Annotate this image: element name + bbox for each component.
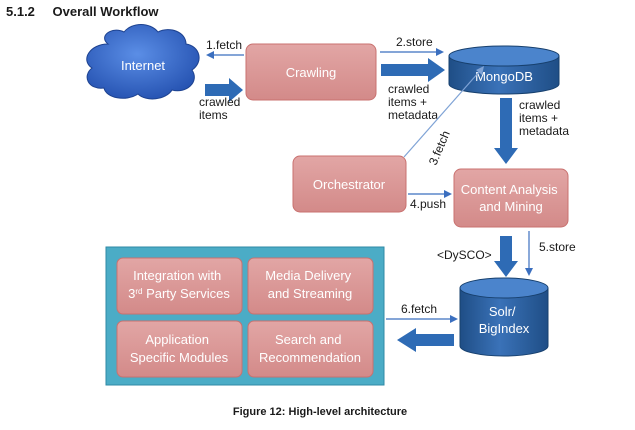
crawled-metadata-right-line2: items + xyxy=(519,111,558,125)
section-heading: 5.1.2 Overall Workflow xyxy=(6,4,159,19)
search-line1: Search and xyxy=(275,332,342,347)
crawled-metadata-right-label: crawled items + metadata xyxy=(519,98,569,138)
store5-arrow xyxy=(525,231,533,276)
content-analysis-label: Content Analysis and Mining xyxy=(461,182,561,214)
media-line1: Media Delivery xyxy=(265,268,351,283)
store2-label: 2.store xyxy=(396,35,433,49)
section-title: Overall Workflow xyxy=(53,4,160,19)
integration-line1: Integration with xyxy=(133,268,221,283)
fetch3-label: 3.fetch xyxy=(426,129,453,168)
section-number: 5.1.2 xyxy=(6,4,35,19)
integration-line2-sup: rd xyxy=(135,287,142,296)
fetch1-label: 1.fetch xyxy=(206,38,242,52)
crawled-metadata-left-line2: items + xyxy=(388,95,427,109)
push4-arrow xyxy=(408,190,452,198)
solr-cylinder: Solr/ BigIndex xyxy=(459,277,549,357)
application-line1: Application xyxy=(145,332,209,347)
crawled-metadata-left-line1: crawled xyxy=(388,82,429,96)
content-analysis-box: Content Analysis and Mining xyxy=(453,168,569,228)
dysco-arrow xyxy=(494,236,518,277)
fetch6-arrow xyxy=(386,315,458,323)
search-box: Search and Recommendation xyxy=(247,320,374,378)
crawled-metadata-arrow xyxy=(381,58,445,82)
media-line2: and Streaming xyxy=(268,286,353,301)
orchestrator-label: Orchestrator xyxy=(313,177,386,192)
integration-line2-rest: Party Services xyxy=(142,286,230,301)
content-analysis-line1: Content Analysis xyxy=(461,182,558,197)
crawled-metadata-left-label: crawled items + metadata xyxy=(388,82,438,122)
dysco-label: <DySCO> xyxy=(437,248,492,262)
internet-cloud: Internet xyxy=(86,24,200,100)
application-line2: Specific Modules xyxy=(130,350,229,365)
solr-label: Solr/ BigIndex xyxy=(479,304,530,336)
orchestrator-box: Orchestrator xyxy=(292,155,407,213)
application-box: Application Specific Modules xyxy=(116,320,243,378)
content-analysis-line2: and Mining xyxy=(479,199,543,214)
internet-label: Internet xyxy=(121,58,165,73)
applications-panel: Integration with 3rd Party Services Medi… xyxy=(105,246,385,386)
store2-arrow xyxy=(380,48,444,56)
fetch6-label: 6.fetch xyxy=(401,302,437,316)
crawled-metadata-left-line3: metadata xyxy=(388,108,438,122)
crawling-box: Crawling xyxy=(245,43,377,101)
media-label: Media Delivery and Streaming xyxy=(265,268,355,301)
search-line2: Recommendation xyxy=(259,350,361,365)
media-box: Media Delivery and Streaming xyxy=(247,257,374,315)
crawling-label: Crawling xyxy=(286,65,337,80)
mongodb-to-analysis-arrow xyxy=(494,98,518,164)
crawled-items-label: crawled items xyxy=(199,95,244,122)
figure-caption: Figure 12: High-level architecture xyxy=(233,406,407,418)
crawled-items-arrow xyxy=(205,78,243,102)
crawled-items-line2: items xyxy=(199,108,228,122)
solr-to-apps-arrow xyxy=(397,328,454,352)
fetch1-arrow xyxy=(206,51,244,59)
crawled-items-line1: crawled xyxy=(199,95,240,109)
integration-box: Integration with 3rd Party Services xyxy=(116,257,243,315)
crawled-metadata-right-line3: metadata xyxy=(519,124,569,138)
push4-label: 4.push xyxy=(410,197,446,211)
search-label: Search and Recommendation xyxy=(259,332,361,365)
solr-line1: Solr/ xyxy=(489,304,516,319)
fetch3-arrow xyxy=(403,66,484,158)
integration-label: Integration with 3rd Party Services xyxy=(128,268,230,301)
application-label: Application Specific Modules xyxy=(130,332,229,365)
crawled-metadata-right-line1: crawled xyxy=(519,98,560,112)
integration-line2-num: 3 xyxy=(128,286,135,301)
mongodb-label: MongoDB xyxy=(475,69,533,84)
solr-line2: BigIndex xyxy=(479,321,530,336)
mongodb-cylinder: MongoDB xyxy=(448,45,560,95)
store5-label: 5.store xyxy=(539,240,576,254)
